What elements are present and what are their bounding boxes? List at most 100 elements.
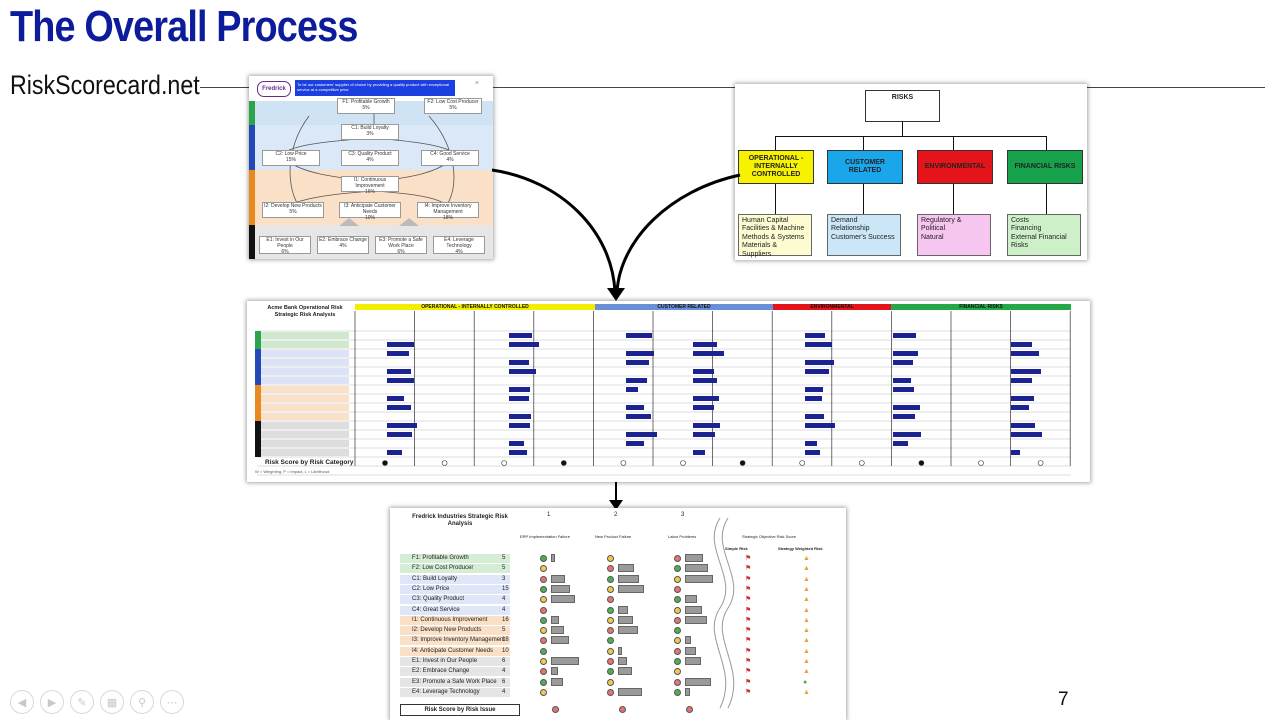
items-operational: Human Capital Facilities & Machine Metho… (738, 214, 812, 258)
summary-row-weight: 3 (502, 575, 506, 582)
risk-dot (540, 688, 547, 696)
summary-row-label: C4: Great Service (400, 605, 510, 615)
flag-icon: ⚑ (745, 565, 752, 573)
risk-dot (674, 637, 681, 645)
risk-dot (674, 575, 681, 583)
risk-dot (674, 565, 681, 573)
flag-icon: ⚑ (745, 627, 752, 635)
summary-row-weight: 5 (502, 555, 506, 561)
summary-row-weight: 6 (502, 678, 506, 685)
tree-connector (775, 136, 1047, 137)
risk-dot (674, 678, 681, 686)
risk-dot (674, 668, 681, 676)
colhead-2: New Product Failure (595, 534, 632, 539)
risk-dot (540, 678, 547, 686)
risk-dot (607, 575, 614, 583)
risk-dot (540, 575, 547, 583)
risk-level-bar (618, 667, 632, 676)
warning-triangle-icon: ▲ (803, 637, 810, 645)
prev-slide-icon[interactable]: ◀ (10, 690, 34, 714)
slide-title: The Overall Process (10, 2, 358, 51)
risk-dot (674, 688, 681, 696)
items-customer: Demand Relationship Customer's Success (827, 214, 901, 256)
summary-footer: Risk Score by Risk Issue (400, 704, 520, 716)
summary-title: Fredrick Industries Strategic Risk Analy… (412, 514, 508, 527)
risk-dot (540, 627, 547, 635)
footer-risk-dot (552, 706, 559, 713)
risk-level-bar (685, 657, 701, 665)
warning-triangle-icon: ▲ (803, 596, 810, 604)
warning-triangle-icon: ▲ (803, 606, 810, 614)
risk-level-bar (618, 687, 642, 696)
risk-level-bar (618, 564, 634, 573)
warning-triangle-icon: ● (803, 678, 808, 686)
risk-level-bar (551, 677, 563, 686)
right-col-2: Strategy Weighted Risk (778, 546, 823, 551)
colhead-1: ERP Implementation Failure (520, 534, 570, 539)
slide-number: 7 (1058, 689, 1069, 710)
more-options-icon[interactable]: ⋯ (160, 690, 184, 714)
summary-row-weight: 6 (502, 658, 506, 664)
risk-level-bar (685, 574, 713, 583)
group-2: 2 (614, 512, 618, 518)
risk-dot (607, 637, 614, 645)
risk-dot (674, 585, 681, 593)
risk-dot (540, 637, 547, 645)
close-icon[interactable]: × (474, 80, 479, 87)
right-head: Strategic Objective Risk Score (742, 534, 797, 539)
risk-level-bar (551, 626, 564, 635)
risk-level-bar (685, 636, 691, 645)
next-slide-icon[interactable]: ▶ (40, 690, 64, 714)
risk-dot (607, 555, 614, 562)
summary-row-label: C1: Build Loyalty (400, 574, 510, 584)
analysis-note: W = Weighting, P = Impact, L = Likelihoo… (255, 469, 330, 474)
flag-icon: ⚑ (745, 555, 752, 562)
risk-level-bar (685, 564, 708, 573)
warning-triangle-icon: ▲ (803, 668, 810, 676)
summary-row-label: I2: Develop New Products (400, 626, 510, 636)
category-customer: CUSTOMER RELATED (827, 150, 903, 184)
colhead-3: Labor Problems (668, 534, 697, 539)
risk-dot (674, 616, 681, 624)
zoom-icon[interactable]: ⚲ (130, 690, 154, 714)
pen-icon[interactable]: ✎ (70, 690, 94, 714)
risk-dot (674, 627, 681, 635)
risk-dot (540, 596, 547, 604)
warning-triangle-icon: ▲ (803, 555, 810, 562)
footer-risk-dot (686, 706, 693, 713)
warning-triangle-icon: ▲ (803, 575, 810, 583)
risk-dot (540, 585, 547, 593)
category-operational: OPERATIONAL - INTERNALLY CONTROLLED (738, 150, 814, 184)
risk-level-bar (685, 605, 702, 614)
strategy-map-stripe-black (249, 225, 255, 259)
summary-row-weight: 4 (502, 606, 506, 613)
cat-header-environmental: ENVIRONMENTAL (773, 304, 891, 310)
risk-level-bar (685, 677, 711, 686)
risk-dot (607, 627, 614, 635)
flag-icon: ⚑ (745, 596, 752, 604)
tree-connector (953, 136, 954, 150)
tree-connector (1046, 136, 1047, 150)
summary-row-weight: 5 (502, 565, 506, 572)
risk-level-bar (685, 687, 690, 696)
risk-dot (540, 616, 547, 624)
risk-level-bar (551, 667, 558, 676)
tree-connector (775, 182, 776, 214)
risk-level-bar (551, 595, 575, 604)
risk-dot (674, 555, 681, 562)
risk-level-bar (618, 584, 644, 593)
warning-triangle-icon: ▲ (803, 658, 810, 665)
summary-row-weight: 10 (502, 647, 509, 654)
slides-overview-icon[interactable]: ▦ (100, 690, 124, 714)
wave-break (713, 517, 735, 709)
risk-analysis-panel: Acme Bank Operational Risk Strategic Ris… (247, 301, 1090, 482)
risk-dot (607, 658, 614, 665)
tree-connector (863, 182, 864, 214)
